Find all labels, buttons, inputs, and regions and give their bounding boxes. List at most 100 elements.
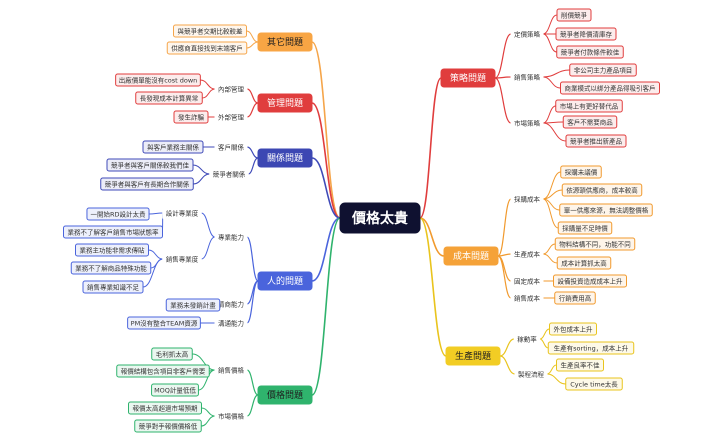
leaf-relation-1-1-label: 競爭者與客戶有長期合作關係 [105,179,190,188]
branch-production-label: 生產問題 [455,350,491,362]
leaf-production-0-1[interactable]: 生產有sorting，成本上升 [548,342,633,354]
leaf-people-0-1-1[interactable]: 業務不了解商品特殊功能 [71,262,151,274]
leaf-people-0-1-0[interactable]: 業務主功能非需求傳貼 [76,244,149,256]
sub-relation-0-label: 客戶關係 [218,142,245,151]
branch-price[interactable]: 價格問題 [258,386,312,404]
branch-management-label: 管理問題 [267,97,303,109]
branch-management[interactable]: 管理問題 [258,94,312,112]
sub-management-1[interactable]: 外部管理 [215,112,247,123]
edge-price-sub-0 [247,370,258,395]
edge-relation-1-1 [193,174,210,184]
leaf-strategy-2-2[interactable]: 競爭者推出新產品 [566,135,626,147]
leaf-price-0-0[interactable]: 毛利抓太高 [152,348,193,360]
sub-cost-0[interactable]: 採購成本 [511,194,543,205]
sub-cost-3[interactable]: 銷售成本 [511,293,543,304]
leaf-people-0-1-label: 銷售專業度 [166,254,199,263]
leaf-price-1-0[interactable]: 報價太高超過市場預期 [129,402,202,414]
sub-strategy-2-label: 市場策略 [514,118,541,127]
central-topic[interactable]: 價格太貴 [340,203,420,233]
leaf-people-1-0[interactable]: 業務未發銷計畫 [166,299,220,311]
leaf-people-0-0-0[interactable]: 一開始RD設計太貴 [87,208,149,220]
leaf-production-1-1-label: Cycle time太長 [570,379,618,388]
leaf-people-0-1-2[interactable]: 銷售專業知識不足 [83,281,143,293]
edge-price-1-0 [202,408,216,416]
leaf-people-0-0[interactable]: 設計專業度 [163,208,202,219]
sub-management-0[interactable]: 內部管理 [215,84,247,95]
sub-price-0[interactable]: 銷售價格 [215,365,247,376]
leaf-strategy-2-0[interactable]: 市場上有更好替代品 [556,100,623,112]
sub-relation-0[interactable]: 客戶關係 [215,142,247,153]
leaf-cost-1-1[interactable]: 成本計算抓太高 [557,257,611,269]
sub-price-0-label: 銷售價格 [218,365,245,374]
edge-central-strategy [420,78,441,218]
sub-people-2[interactable]: 溝通能力 [215,318,247,329]
branch-cost[interactable]: 成本問題 [444,247,498,265]
leaf-price-0-1[interactable]: 報價結構包含項目非客戶需要 [117,365,210,377]
leaf-people-0-1[interactable]: 銷售專業度 [163,254,202,265]
leaf-strategy-1-0[interactable]: 非公司主力產品項目 [570,64,637,76]
leaf-price-0-0-label: 毛利抓太高 [156,349,189,358]
leaf-management-1-0[interactable]: 發生詐騙 [174,111,208,123]
leaf-other-1[interactable]: 供應商直接找到末端客戶 [167,42,247,54]
branch-price-label: 價格問題 [267,389,303,401]
leaf-cost-0-1[interactable]: 依源頭供應商，成本較高 [562,184,642,196]
leaf-cost-1-1-label: 成本計算抓太高 [561,258,607,267]
leaf-cost-0-3[interactable]: 採購量不足時價 [558,222,612,234]
edge-strategy-1-1 [543,77,561,88]
edge-central-price [312,218,340,395]
leaf-people-2-0[interactable]: PM沒有整合TEAM資源 [128,317,201,329]
leaf-production-0-0[interactable]: 外包成本上升 [550,323,597,335]
leaf-production-1-1[interactable]: Cycle time太長 [566,378,622,390]
branch-strategy[interactable]: 策略問題 [441,69,495,87]
edge-price-1-1 [201,416,215,426]
leaf-relation-0-0[interactable]: 與客戶業務主關係 [143,141,203,153]
leaf-relation-1-1[interactable]: 競爭者與客戶有長期合作關係 [101,178,194,190]
leaf-management-0-0[interactable]: 出廠價單能沒有cost down [116,74,201,86]
leaf-price-0-2[interactable]: MOQ計量低低 [152,384,199,396]
sub-people-0[interactable]: 專業能力 [215,232,247,243]
sub-production-1[interactable]: 製程流程 [515,369,547,380]
sub-price-1[interactable]: 市場價格 [215,411,247,422]
leaf-strategy-0-2[interactable]: 競爭者付款條件較佳 [557,46,624,58]
sub-people-2-label: 溝通能力 [218,318,244,327]
sub-cost-2-label: 固定成本 [514,276,541,285]
edge-strategy-2-0 [543,106,556,123]
leaf-strategy-2-1[interactable]: 客戶不需要商品 [563,116,617,128]
leaf-cost-1-0[interactable]: 物料結構不同，功能不同 [555,238,635,250]
branch-cost-label: 成本問題 [453,250,489,262]
sub-cost-2[interactable]: 固定成本 [511,276,543,287]
sub-strategy-2[interactable]: 市場策略 [511,118,543,129]
leaf-other-0[interactable]: 與競爭者交期比較較差 [174,25,247,37]
branch-production[interactable]: 生產問題 [446,347,500,365]
leaf-people-0-0-1-label: 業務不了解客戶銷售市場狀態率 [68,227,160,236]
branch-people[interactable]: 人的問題 [258,272,312,290]
leaf-people-0-0-0-label: 一開始RD設計太貴 [90,209,146,218]
sub-strategy-0[interactable]: 定價策略 [511,29,543,40]
leaf-management-0-1[interactable]: 長發現成本計算異常 [136,92,203,104]
sub-cost-1[interactable]: 生產成本 [511,249,543,260]
branch-relation[interactable]: 關係問題 [258,149,312,167]
leaf-strategy-0-1[interactable]: 競爭者降價清庫存 [556,28,616,40]
leaf-cost-0-2[interactable]: 單一供應來源，無法調整價格 [560,204,653,216]
sub-relation-1[interactable]: 競爭者關係 [210,169,249,180]
sub-production-0[interactable]: 稼動率 [514,334,540,345]
edge-people-0-0 [201,213,215,237]
sub-strategy-1[interactable]: 銷售策略 [511,72,543,83]
edge-other-0 [247,31,259,42]
leaf-strategy-0-0[interactable]: 削價競爭 [557,9,591,21]
leaf-price-1-1[interactable]: 競爭對手報價價格低 [135,420,202,432]
edge-production-0-1 [540,339,549,348]
sub-people-1-label: 情商能力 [218,299,244,308]
leaf-people-0-0-1[interactable]: 業務不了解客戶銷售市場狀態率 [64,226,163,238]
leaf-cost-2-0[interactable]: 設備投資造成成本上升 [554,275,627,287]
leaf-production-1-0[interactable]: 生產良率不佳 [557,359,604,371]
leaf-management-0-1-label: 長發現成本計算異常 [140,93,199,102]
branch-other[interactable]: 其它問題 [258,33,312,51]
leaf-cost-0-2-label: 單一供應來源，無法調整價格 [564,205,649,214]
leaf-strategy-1-1[interactable]: 商業模式以綁分產品得吸引客戶 [561,82,660,94]
edge-relation-1-0 [193,165,210,174]
leaf-cost-3-0[interactable]: 行銷費用高 [555,292,596,304]
leaf-relation-1-0[interactable]: 競爭者與客戶關係較我們佳 [107,159,193,171]
sub-cost-0-label: 採購成本 [514,194,541,203]
leaf-cost-0-0[interactable]: 採購未議價 [561,166,602,178]
